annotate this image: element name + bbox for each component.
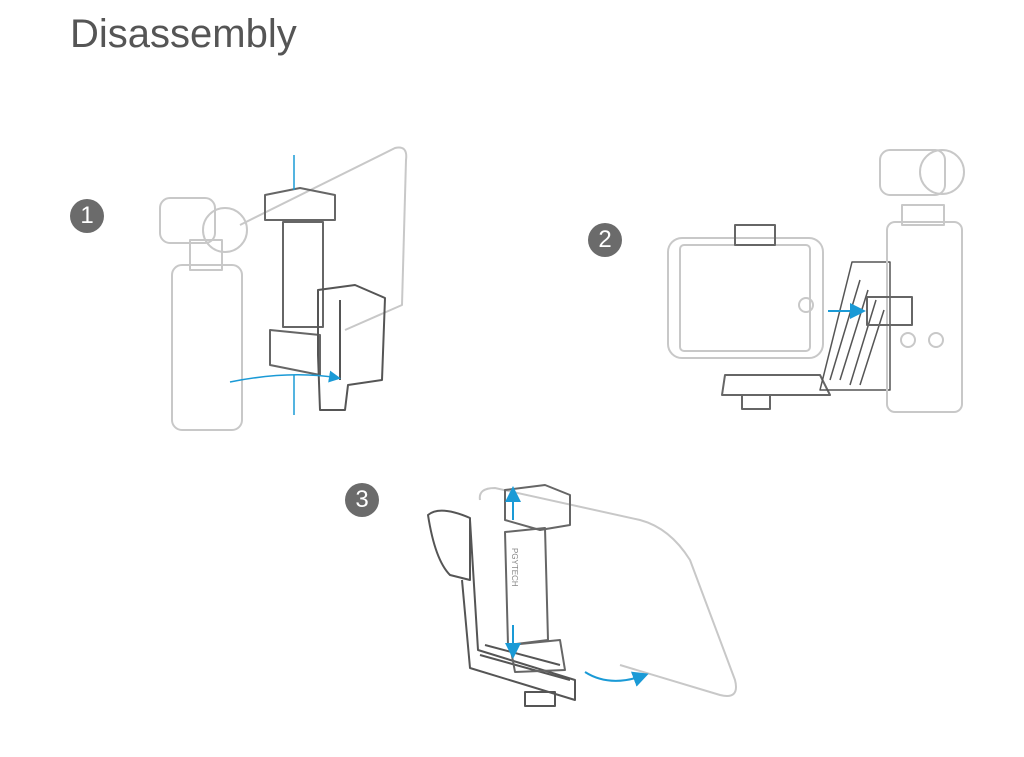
- page-title: Disassembly: [70, 12, 297, 56]
- step2-illustration: [667, 149, 965, 413]
- connector: [866, 296, 913, 326]
- phone: [667, 237, 824, 359]
- phone: [478, 487, 737, 697]
- phone-clamp: [264, 187, 336, 376]
- arrows: [229, 155, 341, 415]
- rotate-arrow: [584, 671, 649, 687]
- step3-illustration: PGYTECH: [427, 484, 737, 707]
- osmo-pocket-camera: [159, 197, 248, 431]
- bracket: [427, 509, 576, 707]
- step1-illustration: [159, 146, 408, 431]
- bracket: [317, 284, 386, 411]
- bracket: [819, 261, 891, 391]
- arrows: [505, 486, 649, 687]
- step-badge-3: 3: [345, 483, 379, 517]
- phone-clamp: [721, 224, 831, 410]
- osmo-pocket-camera: [879, 149, 965, 413]
- step-badge-2: 2: [588, 223, 622, 257]
- step-badge-1: 1: [70, 199, 104, 233]
- phone: [239, 146, 408, 331]
- logo-text: PGYTECH: [510, 548, 519, 587]
- rotate-arrow: [229, 370, 341, 383]
- phone-clamp: [504, 484, 571, 673]
